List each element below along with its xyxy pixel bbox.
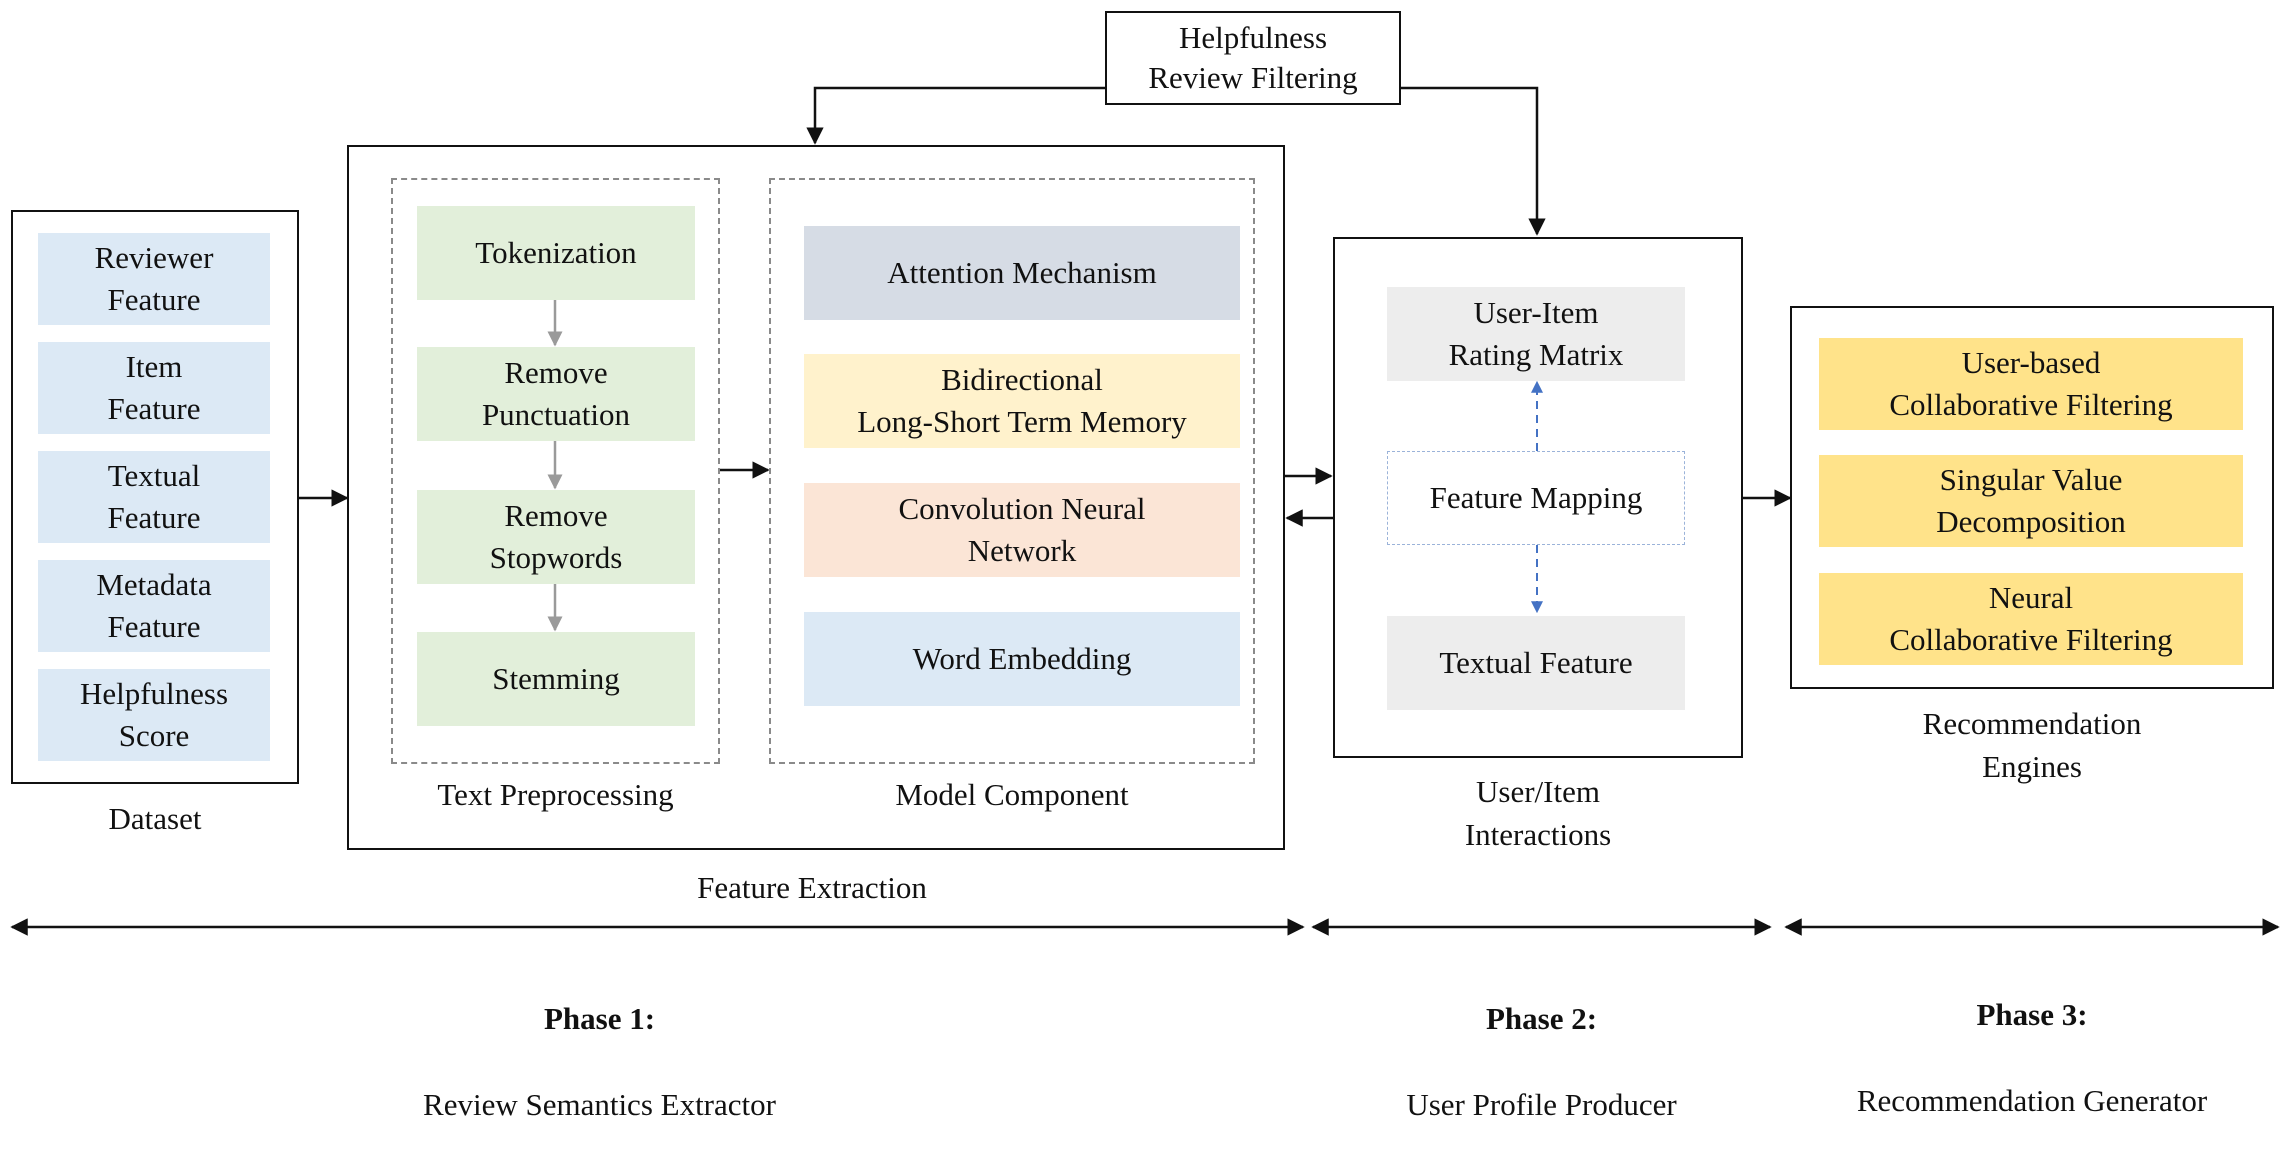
dataset-item-feature: Item Feature — [38, 342, 270, 434]
phase-3-block: Phase 3: Recommendation Generator — [1786, 950, 2278, 1165]
phase-3-title: Phase 3: — [1976, 997, 2088, 1032]
phase-2-subtitle: User Profile Producer — [1406, 1087, 1677, 1122]
feature-mapping: Feature Mapping — [1387, 451, 1685, 545]
phase-1-title: Phase 1: — [543, 1001, 656, 1036]
dataset-reviewer-feature: Reviewer Feature — [38, 233, 270, 325]
step-remove-stopwords: Remove Stopwords — [417, 490, 695, 584]
layer-attention-mechanism: Attention Mechanism — [804, 226, 1240, 320]
engine-user-based-cf: User-based Collaborative Filtering — [1819, 338, 2243, 430]
phase-1-block: Phase 1: Review Semantics Extractor — [12, 954, 1187, 1169]
interactions-label: User/Item Interactions — [1464, 774, 1612, 852]
model-component-group — [769, 178, 1255, 764]
layer-bidirectional-lstm: Bidirectional Long-Short Term Memory — [804, 354, 1240, 448]
phase-3-subtitle: Recommendation Generator — [1856, 1083, 2208, 1118]
arrow-filter-to-interactions — [1400, 86, 1546, 236]
interactions-textual-feature: Textual Feature — [1387, 616, 1685, 710]
phase-2-title: Phase 2: — [1485, 1001, 1598, 1036]
phase-1-subtitle: Review Semantics Extractor — [423, 1087, 776, 1122]
engine-svd: Singular Value Decomposition — [1819, 455, 2243, 547]
step-stemming: Stemming — [417, 632, 695, 726]
text-preprocessing-label: Text Preprocessing — [437, 777, 674, 812]
step-tokenization: Tokenization — [417, 206, 695, 300]
engines-panel — [1790, 306, 2274, 689]
layer-cnn: Convolution Neural Network — [804, 483, 1240, 577]
dataset-helpfulness-score: Helpfulness Score — [38, 669, 270, 761]
model-component-label: Model Component — [895, 777, 1129, 812]
user-item-rating-matrix: User-Item Rating Matrix — [1387, 287, 1685, 381]
dataset-panel — [11, 210, 299, 784]
dataset-textual-feature: Textual Feature — [38, 451, 270, 543]
step-remove-punctuation: Remove Punctuation — [417, 347, 695, 441]
phase-2-block: Phase 2: User Profile Producer — [1313, 954, 1770, 1169]
engines-label: Recommendation Engines — [1922, 706, 2142, 784]
arrow-filter-to-extraction — [806, 86, 1105, 145]
feature-extraction-label: Feature Extraction — [697, 870, 927, 905]
interactions-panel — [1333, 237, 1743, 758]
dataset-label: Dataset — [108, 801, 202, 836]
dataset-metadata-feature: Metadata Feature — [38, 560, 270, 652]
engine-neural-cf: Neural Collaborative Filtering — [1819, 573, 2243, 665]
connector-layer — [10, 86, 2280, 936]
text-preprocessing-group — [391, 178, 720, 764]
layer-word-embedding: Word Embedding — [804, 612, 1240, 706]
helpfulness-filter-box: Helpfulness Review Filtering — [1105, 11, 1401, 105]
feature-extraction-panel — [347, 145, 1285, 850]
